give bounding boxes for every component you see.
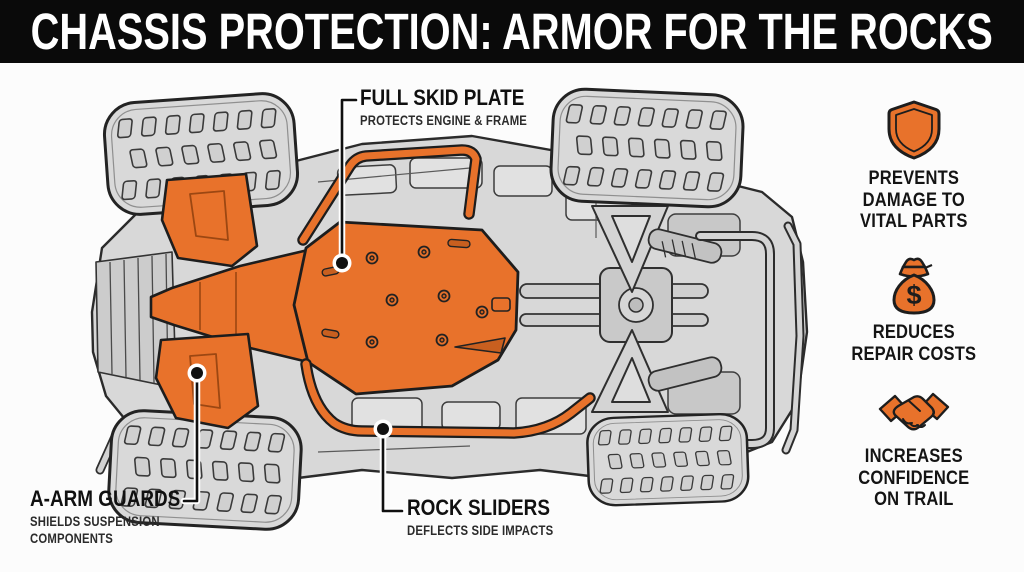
benefit-reduces-costs: $ REDUCES REPAIR COSTS bbox=[818, 255, 1010, 365]
callout-title: FULL SKID PLATE bbox=[360, 85, 525, 110]
header-bar: CHASSIS PROTECTION: ARMOR FOR THE ROCKS bbox=[0, 0, 1024, 63]
shield-icon bbox=[887, 100, 941, 160]
callout-full-skid-plate: FULL SKID PLATE PROTECTS ENGINE & FRAME bbox=[360, 86, 559, 129]
benefit-label: PREVENTS DAMAGE TO VITAL PARTS bbox=[860, 168, 968, 232]
svg-text:$: $ bbox=[906, 280, 921, 310]
callout-lines bbox=[180, 96, 406, 515]
callout-subtitle: DEFLECTS SIDE IMPACTS bbox=[407, 523, 554, 539]
money-bag-icon: $ bbox=[892, 257, 936, 315]
benefit-increases-confidence: INCREASES CONFIDENCE ON TRAIL bbox=[818, 389, 1010, 511]
page-title: CHASSIS PROTECTION: ARMOR FOR THE ROCKS bbox=[30, 3, 994, 60]
benefits-panel: PREVENTS DAMAGE TO VITAL PARTS $ REDUCES… bbox=[818, 63, 1010, 572]
handshake-icon bbox=[878, 392, 950, 431]
benefit-prevents-damage: PREVENTS DAMAGE TO VITAL PARTS bbox=[818, 99, 1010, 233]
callout-subtitle: PROTECTS ENGINE & FRAME bbox=[360, 113, 528, 129]
callout-a-arm-guards: A-ARM GUARDS SHIELDS SUSPENSION COMPONEN… bbox=[30, 487, 205, 547]
benefit-label: REDUCES REPAIR COSTS bbox=[851, 322, 977, 365]
callout-title: A-ARM GUARDS bbox=[30, 486, 181, 511]
callout-title: ROCK SLIDERS bbox=[407, 495, 550, 520]
benefit-label: INCREASES CONFIDENCE ON TRAIL bbox=[858, 446, 970, 510]
callout-rock-sliders: ROCK SLIDERS DEFLECTS SIDE IMPACTS bbox=[407, 496, 581, 539]
callout-dots bbox=[187, 253, 393, 439]
callout-subtitle: SHIELDS SUSPENSION COMPONENTS bbox=[30, 514, 160, 547]
